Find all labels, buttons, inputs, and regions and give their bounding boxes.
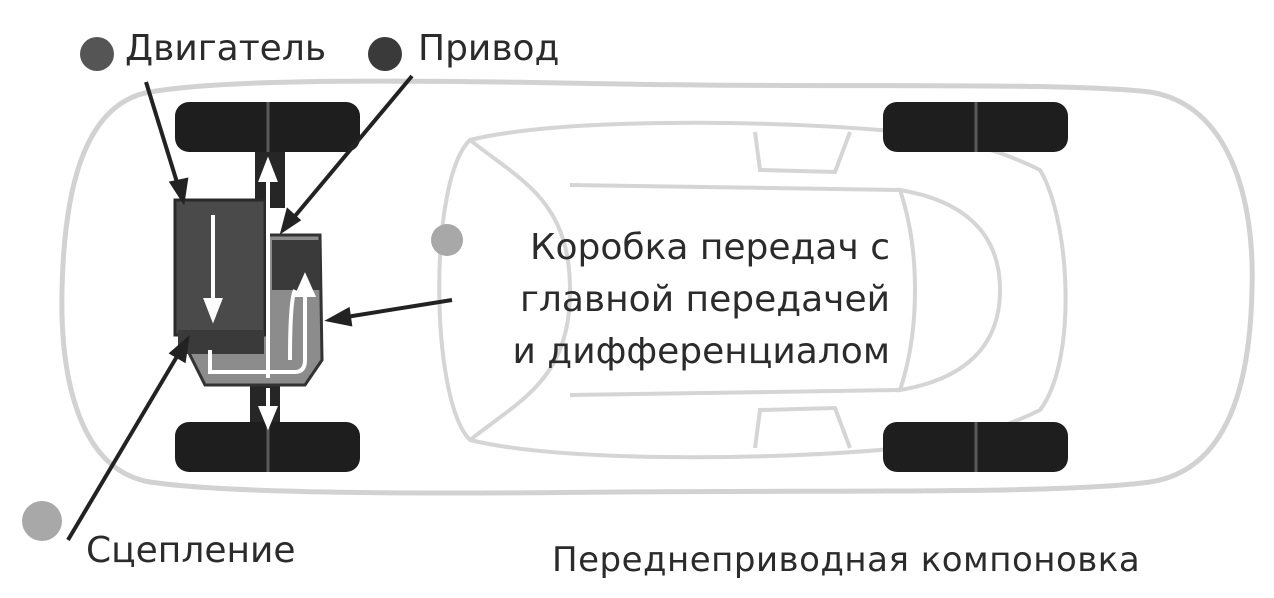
car-body-outline [59, 78, 1255, 496]
side-mirror-right [753, 405, 852, 449]
gearbox-label-line1: Коробка передач с [529, 227, 890, 268]
drive-label: Привод [418, 28, 560, 69]
gearbox-label-line3: и дифференциалом [512, 331, 890, 372]
pointer-lines [66, 74, 453, 542]
gearbox-bullet [431, 224, 463, 256]
tire-front-top [175, 102, 360, 152]
gearbox-label-line2: главной передачей [519, 279, 890, 320]
power-flow-arrows [203, 156, 317, 431]
gearbox-label: Коробка передач с главной передачей и ди… [470, 222, 890, 378]
gearbox-pointer [339, 298, 453, 320]
clutch-pointer [66, 346, 184, 542]
tire-rear-bottom [883, 422, 1068, 472]
windshield-rear [897, 187, 1003, 393]
clutch-bullet [22, 501, 62, 541]
drive-pointer [288, 74, 414, 224]
windshield-front [468, 138, 573, 442]
clutch-plate [178, 330, 264, 354]
drive-block [272, 240, 320, 290]
cabin-outline [437, 120, 1068, 460]
engine-label: Двигатель [125, 28, 327, 69]
engine-pointer [144, 81, 182, 193]
tire-rear-top [883, 102, 1068, 152]
side-mirror-left [753, 131, 852, 175]
drive-bullet [368, 37, 402, 71]
roof-line-bottom [569, 388, 901, 397]
engine-block [173, 198, 267, 337]
clutch-label: Сцепление [86, 530, 296, 571]
engine-bullet [80, 37, 114, 71]
diagram-caption: Переднеприводная компоновка [552, 540, 1141, 580]
tire-front-bottom [175, 422, 360, 472]
roof-line-top [569, 183, 901, 192]
